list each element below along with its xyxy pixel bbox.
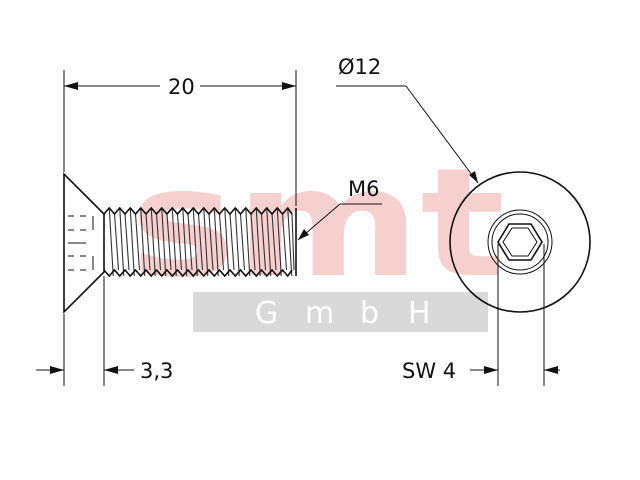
hex-socket (497, 223, 543, 261)
head-height-dimension: 3,3 (36, 276, 173, 386)
length-dimension: 20 (63, 70, 297, 206)
watermark: smt G m b H (130, 137, 505, 332)
watermark-letter-g: G (255, 296, 278, 331)
socket-circle (487, 209, 553, 275)
thread-callout: M6 (297, 177, 382, 241)
screw-top-view (449, 171, 591, 313)
socket-inner-circle (491, 213, 549, 271)
socket-size-value: SW 4 (402, 359, 456, 383)
socket-hidden-lines (68, 215, 94, 271)
thread (103, 206, 295, 278)
diameter-value: Ø12 (338, 55, 381, 79)
length-value: 20 (168, 75, 195, 99)
watermark-brand: smt (130, 137, 505, 311)
watermark-letter-h: H (408, 296, 431, 331)
socket-size-dimension: SW 4 (402, 244, 560, 386)
diameter-callout: Ø12 (336, 55, 479, 184)
head-outline (449, 171, 591, 313)
screw-side-view (63, 172, 297, 314)
thread-size: M6 (348, 177, 379, 201)
watermark-letter-m: m (305, 296, 334, 331)
head-height-value: 3,3 (140, 359, 173, 383)
watermark-band (193, 292, 488, 332)
watermark-letter-b: b (360, 296, 379, 331)
screw-head (63, 172, 105, 314)
hex-socket-inner (502, 227, 538, 257)
